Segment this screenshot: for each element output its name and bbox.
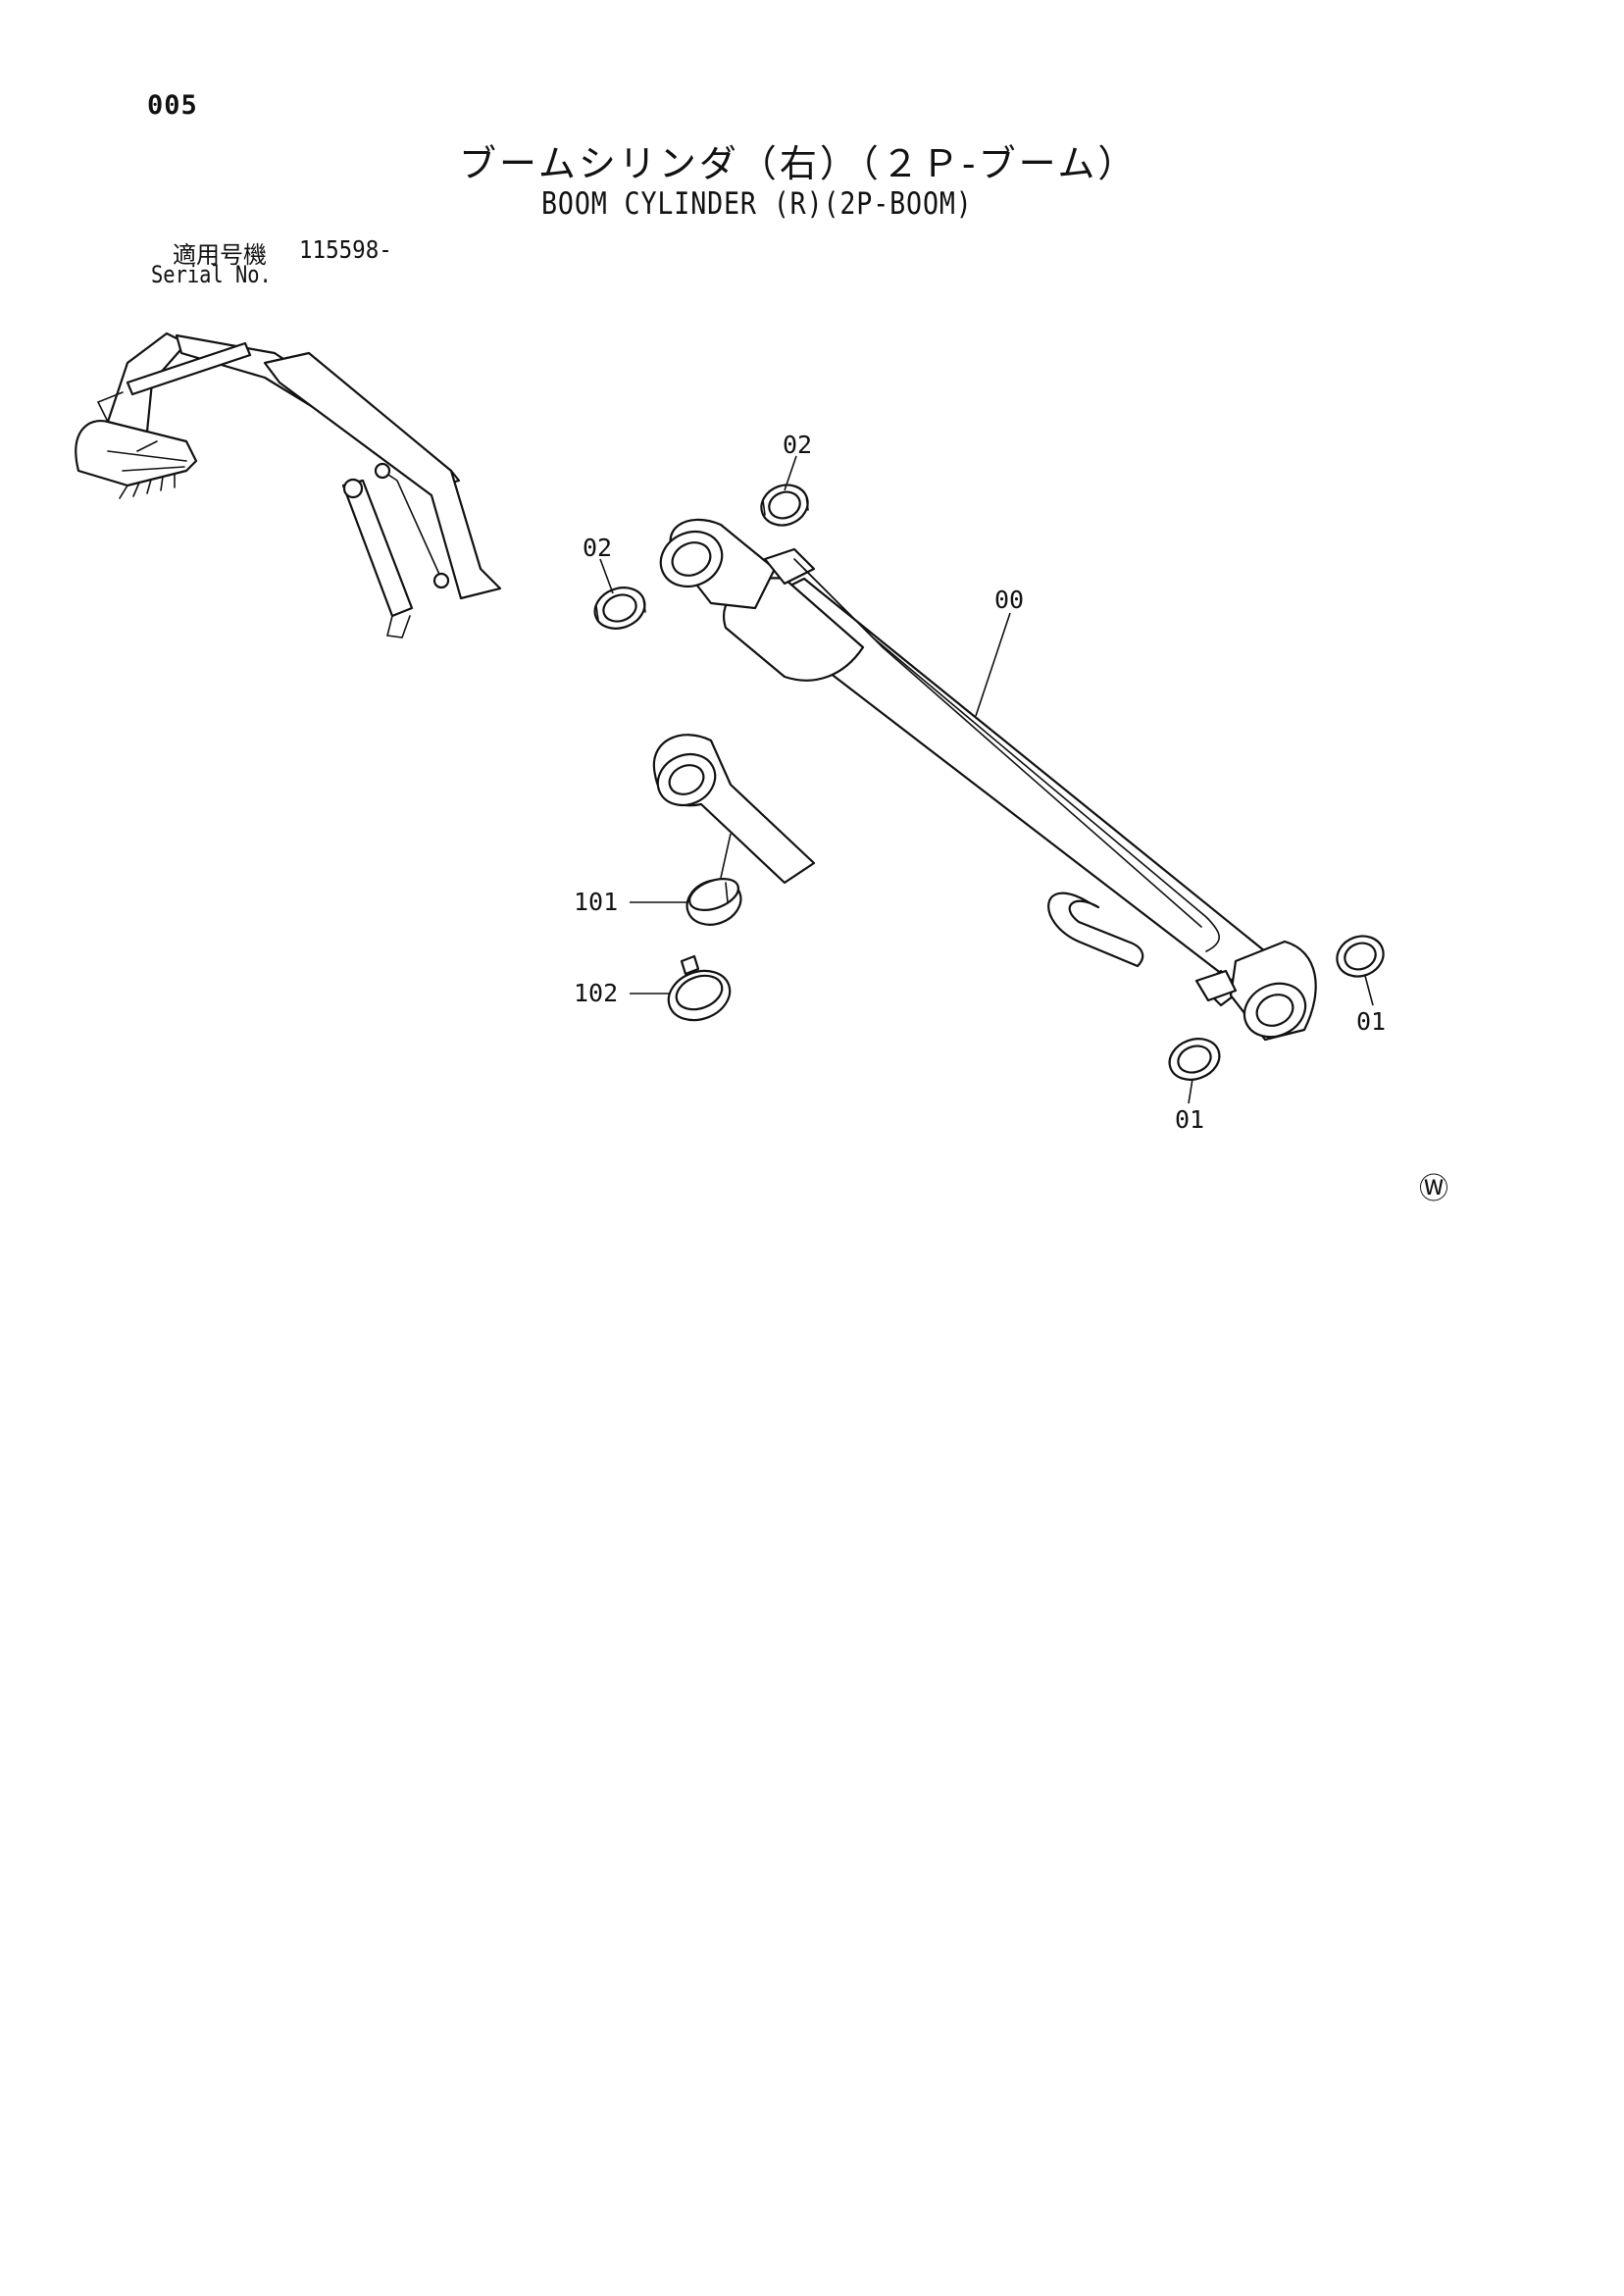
page-number: 005 [147,90,198,121]
serial-label-english: Serial No. [151,261,272,288]
callout-02-top: 02 [783,431,812,459]
part-102-seal [667,954,732,1022]
title-english: BOOM CYLINDER (R)(2P-BOOM) [541,186,973,222]
part-101-bush [685,878,742,926]
rod-end-detail-icon [652,734,816,885]
title-japanese: ブームシリンダ（右）（２Ｐ-ブーム） [459,142,1139,185]
boom-cylinder-icon [659,518,1317,1042]
excavator-locator-icon [75,332,502,638]
callout-01-bottom: 01 [1175,1105,1204,1134]
callout-01-right: 01 [1356,1007,1386,1036]
bushing-01-bottom [1168,1038,1221,1081]
callout-02-left: 02 [583,534,612,562]
callout-102: 102 [574,979,618,1007]
callout-101: 101 [574,888,618,916]
leader-lines [599,455,1374,1104]
w-mark: Ⓦ [1419,1172,1448,1206]
serial-label-japanese: 適用号機 [173,241,267,269]
serial-value: 115598- [299,235,392,264]
bushing-01-right [1336,935,1385,978]
bushing-02-left [593,587,646,630]
callout-00: 00 [994,586,1024,614]
bushing-02-top [760,484,809,527]
